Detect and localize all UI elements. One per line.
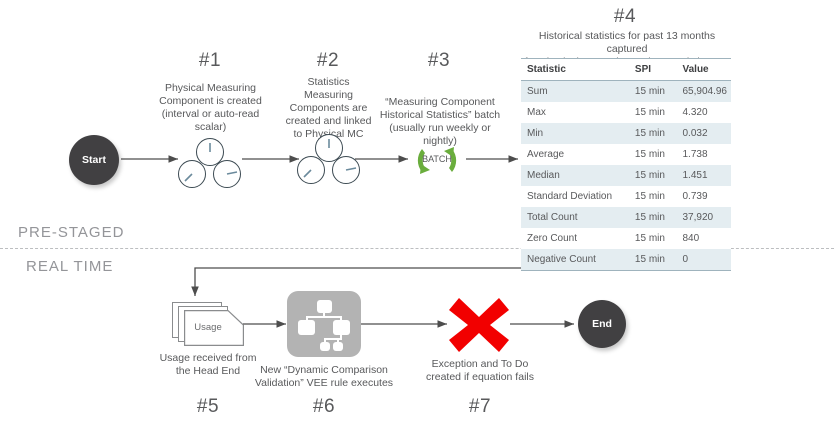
step-2-caption: Statistics Measuring Components are crea… [285, 76, 372, 140]
cell-statistic: Max [521, 102, 629, 123]
dial-right [213, 160, 241, 188]
step-2-meter-dials-icon[interactable] [295, 134, 363, 184]
start-terminator[interactable]: Start [69, 135, 119, 185]
dial-left [178, 160, 206, 188]
end-terminator[interactable]: End [578, 300, 626, 348]
column-header-spi: SPI [628, 58, 677, 81]
cell-value: 4.320 [676, 102, 731, 123]
cell-spi: 15 min [628, 207, 677, 228]
column-header-statistic: Statistic [521, 58, 629, 81]
cell-value: 0 [676, 249, 731, 271]
vee-connector-horizontal-bottom [324, 338, 342, 340]
cell-value: 1.738 [676, 144, 731, 165]
cell-spi: 15 min [628, 249, 677, 271]
vee-node-bottom-left [320, 342, 330, 351]
cell-statistic: Sum [521, 80, 629, 102]
statistics-table-container: Statistic SPI Value Sum 15 min 65,904.96… [521, 58, 731, 271]
cell-value: 1.451 [676, 165, 731, 186]
vee-connector-stub-center [323, 312, 325, 317]
cell-spi: 15 min [628, 123, 677, 144]
step-6-vee-rule-icon[interactable] [287, 291, 361, 357]
table-row: Median 15 min 1.451 [521, 165, 731, 186]
step-1-number: #1 [198, 50, 222, 71]
vee-node-left [298, 320, 315, 335]
table-row: Average 15 min 1.738 [521, 144, 731, 165]
step-5-usage-documents-icon[interactable]: Usage [172, 302, 244, 346]
start-label: Start [82, 154, 106, 166]
cell-statistic: Negative Count [521, 249, 629, 271]
table-row: Max 15 min 4.320 [521, 102, 731, 123]
vee-connector-stub-left [306, 316, 308, 321]
vee-connector-stub-right [340, 316, 342, 321]
step-3-batch-recycle-icon[interactable]: BATCH [408, 134, 466, 186]
usage-doc-front [184, 310, 244, 346]
usage-icon-label: Usage [194, 322, 222, 333]
band-label-prestaged: PRE-STAGED [18, 224, 125, 241]
table-title-line1: Historical statistics for past 13 months… [538, 30, 716, 55]
cell-statistic: Min [521, 123, 629, 144]
column-header-value: Value [676, 58, 731, 81]
cell-spi: 15 min [628, 186, 677, 207]
step-7-number: #7 [468, 396, 492, 417]
cell-spi: 15 min [628, 80, 677, 102]
cell-statistic: Average [521, 144, 629, 165]
step-1-caption: Physical Measuring Component is created … [159, 82, 262, 133]
vee-node-bottom-right [333, 342, 343, 351]
statistics-table: Statistic SPI Value Sum 15 min 65,904.96… [521, 58, 731, 271]
table-row: Sum 15 min 65,904.96 [521, 80, 731, 102]
cell-statistic: Zero Count [521, 228, 629, 249]
step-5-number: #5 [196, 396, 220, 417]
dial-left [297, 156, 325, 184]
cell-spi: 15 min [628, 228, 677, 249]
vee-node-right [333, 320, 350, 335]
batch-icon-label: BATCH [422, 154, 452, 164]
step-3-caption: “Measuring Component Historical Statisti… [379, 96, 501, 147]
table-row: Min 15 min 0.032 [521, 123, 731, 144]
cell-value: 37,920 [676, 207, 731, 228]
cell-value: 0.739 [676, 186, 731, 207]
step-5-caption: Usage received from the Head End [159, 352, 257, 377]
band-divider [0, 248, 834, 249]
table-row: Total Count 15 min 37,920 [521, 207, 731, 228]
cell-spi: 15 min [628, 165, 677, 186]
end-label: End [592, 318, 612, 330]
vee-connector-horizontal-top [306, 316, 342, 318]
step-4-number: #4 [613, 6, 637, 27]
cell-spi: 15 min [628, 102, 677, 123]
cell-value: 0.032 [676, 123, 731, 144]
cell-statistic: Median [521, 165, 629, 186]
cell-statistic: Standard Deviation [521, 186, 629, 207]
cell-value: 840 [676, 228, 731, 249]
step-7-caption: Exception and To Do created if equation … [426, 358, 534, 383]
step-1-meter-dials-icon[interactable] [176, 138, 244, 188]
vee-node-top [317, 300, 332, 313]
cell-spi: 15 min [628, 144, 677, 165]
vee-connector-stub-bl [324, 338, 326, 343]
vee-connector-vertical-bottom [340, 334, 342, 339]
step-6-number: #6 [312, 396, 336, 417]
step-6-caption: New “Dynamic Comparison Validation” VEE … [254, 364, 394, 389]
vee-connector-stub-br [337, 338, 339, 343]
band-label-realtime: REAL TIME [26, 258, 114, 275]
table-header-row: Statistic SPI Value [521, 58, 731, 81]
cell-value: 65,904.96 [676, 80, 731, 102]
dial-right [332, 156, 360, 184]
table-row: Standard Deviation 15 min 0.739 [521, 186, 731, 207]
cell-statistic: Total Count [521, 207, 629, 228]
step-3-number: #3 [427, 50, 451, 71]
step-2-number: #2 [316, 50, 340, 71]
table-row: Negative Count 15 min 0 [521, 249, 731, 271]
table-row: Zero Count 15 min 840 [521, 228, 731, 249]
step-7-red-x-icon[interactable] [447, 296, 511, 354]
